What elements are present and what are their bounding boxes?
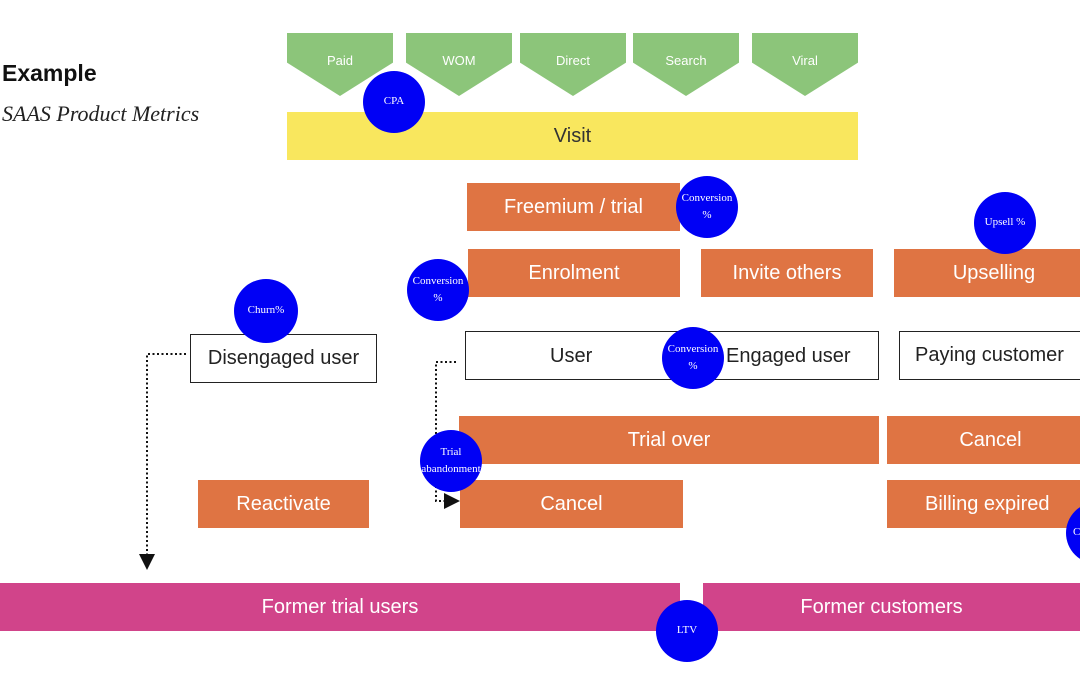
billing-expired-bar: Billing expired xyxy=(887,480,1080,528)
cancel-paid-bar: Cancel xyxy=(887,416,1080,464)
former-trial-users-bar: Former trial users xyxy=(0,583,680,631)
reactivate-bar: Reactivate xyxy=(198,480,369,528)
enrolment-bar: Enrolment xyxy=(468,249,680,297)
billing-edge-badge: C xyxy=(1066,502,1080,564)
trial-over-bar: Trial over xyxy=(459,416,879,464)
trial-abandonment-connector xyxy=(435,361,460,509)
cpa-badge: CPA xyxy=(363,71,425,133)
conversion-trial-badge: Conversion % xyxy=(676,176,738,238)
page-subtitle: SAAS Product Metrics xyxy=(2,101,200,126)
invite-others-bar: Invite others xyxy=(701,249,873,297)
engaged-user-label: Engaged user xyxy=(726,345,851,367)
churn-connector xyxy=(139,353,186,570)
trial-abandonment-badge: Trial abandonment xyxy=(420,430,482,492)
paying-customer-box: Paying customer xyxy=(899,331,1080,380)
conversion-enrolment-badge: Conversion % xyxy=(407,259,469,321)
upselling-bar: Upselling xyxy=(894,249,1080,297)
disengaged-user-box: Disengaged user xyxy=(190,334,377,383)
page-title: Example xyxy=(2,60,97,86)
former-customers-bar: Former customers xyxy=(703,583,1080,631)
freemium-trial-bar: Freemium / trial xyxy=(467,183,680,231)
churn-badge: Churn% xyxy=(234,279,298,343)
ltv-badge: LTV xyxy=(656,600,718,662)
upsell-badge: Upsell % xyxy=(974,192,1036,254)
cancel-trial-bar: Cancel xyxy=(460,480,683,528)
conversion-user-badge: Conversion % xyxy=(662,327,724,389)
user-label: User xyxy=(550,345,593,367)
